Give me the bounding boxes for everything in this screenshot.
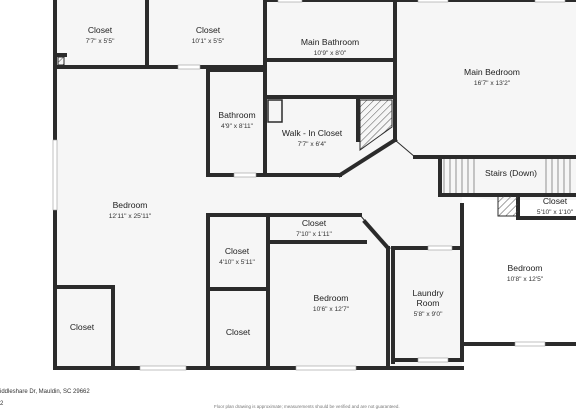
hatched-fixture [497, 195, 519, 217]
floor-area [53, 0, 576, 370]
door-opening [394, 139, 416, 158]
hatched-fixture [57, 56, 65, 66]
room-label-closet-bottom: Closet [225, 327, 251, 337]
window-marks [52, 0, 566, 371]
room-label-stairs: Stairs (Down) [484, 168, 538, 178]
stair-treads [443, 159, 571, 193]
door-opening [359, 214, 389, 249]
hatched-fixture [267, 99, 283, 123]
address-text: iddleshare Dr, Mauldin, SC 29662 [0, 389, 90, 395]
page-number: 2 [0, 401, 4, 407]
disclaimer-text: Floor plan drawing is approximate; measu… [214, 404, 400, 409]
wall [337, 137, 398, 178]
hatched-fixture [359, 99, 393, 151]
room-label-closet-left: Closet [69, 322, 95, 332]
